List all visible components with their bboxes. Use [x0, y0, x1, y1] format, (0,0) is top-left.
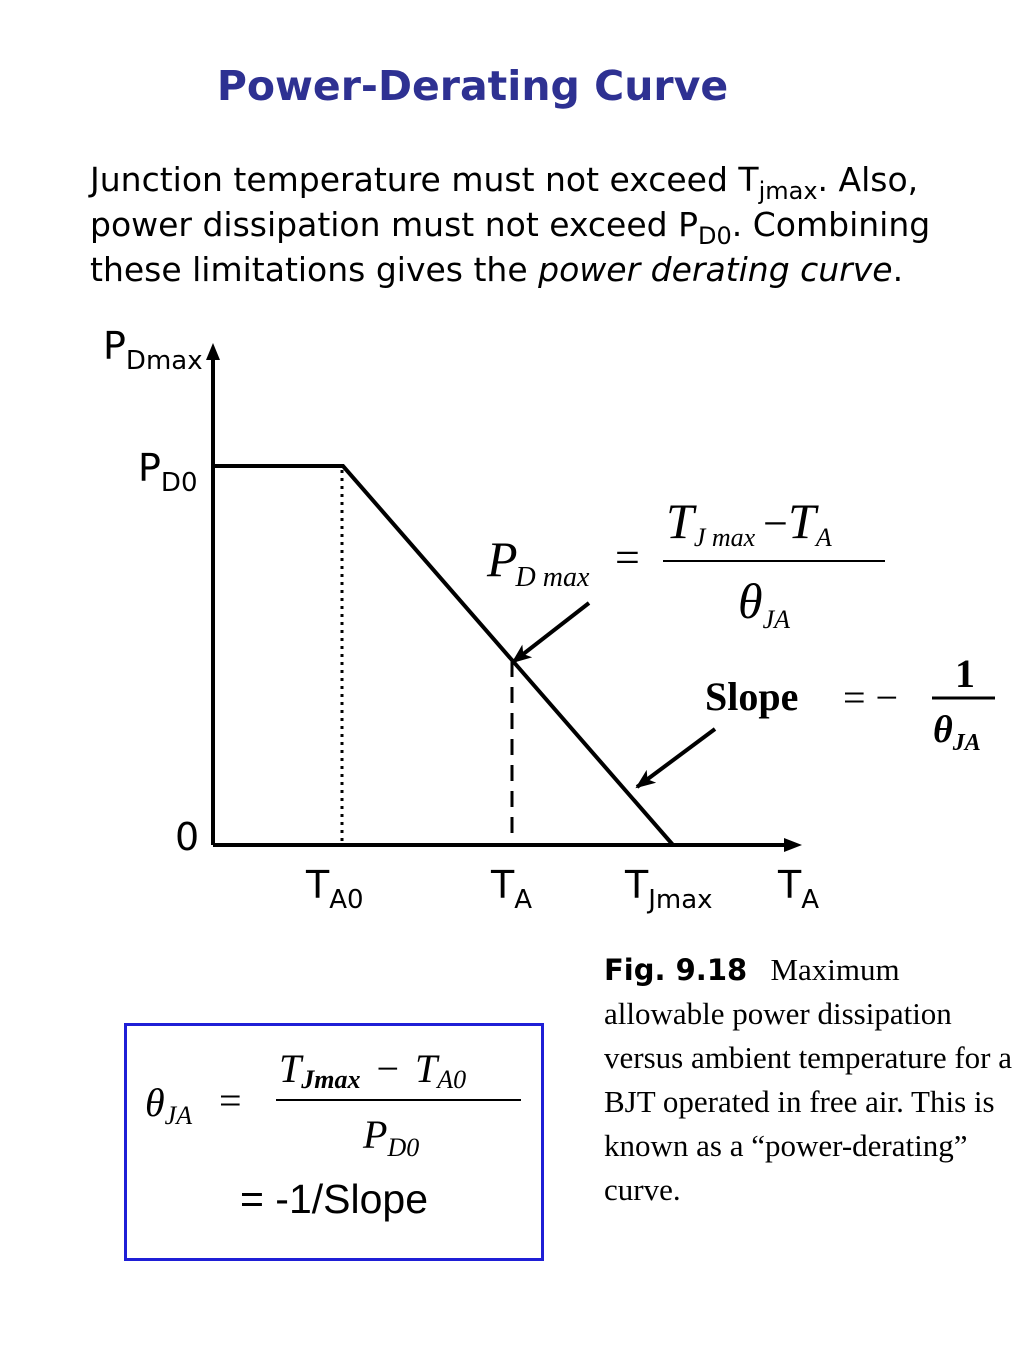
x-axis-label: TA [778, 863, 820, 915]
page-title: Power-Derating Curve [216, 62, 729, 110]
equation-numerator: TJ max−TA [666, 493, 832, 552]
slope-denominator: θJA [933, 709, 981, 756]
origin-zero-label: 0 [175, 815, 200, 859]
pd0-label: PD0 [138, 446, 198, 498]
slope-numerator: 1 [955, 651, 975, 696]
intro-text: these limitations gives the [90, 250, 539, 289]
theta-denominator: PD0 [362, 1112, 419, 1162]
derating-curve [213, 464, 675, 847]
equation-denominator: θJA [738, 573, 790, 634]
y-axis-arrowhead [206, 343, 220, 360]
x-axis-arrowhead [784, 838, 802, 852]
intro-paragraph: Junction temperature must not exceed Tjm… [90, 157, 990, 292]
intro-subscript: jmax [758, 177, 818, 205]
figure-caption: Fig. 9.18 Maximum allowable power dissip… [604, 948, 1016, 1212]
intro-line-2: power dissipation must not exceed PD0. C… [90, 202, 990, 250]
pdmax-pointer-arrow [511, 601, 591, 664]
slope-equals: = − [843, 675, 898, 720]
intro-text: power dissipation must not exceed P [90, 205, 699, 244]
slope-inverse-text: = -1/Slope [239, 1176, 429, 1222]
intro-line-3: these limitations gives the power derati… [90, 247, 990, 292]
y-axis-label: PDmax [103, 324, 203, 376]
intro-text: Junction temperature must not exceed T [90, 160, 759, 199]
intro-text: . Combining [731, 205, 931, 244]
caption-text: Maximum allowable power dissipation vers… [604, 952, 1012, 1207]
theta-equals: = [219, 1078, 242, 1123]
slope-pointer-arrow [635, 727, 717, 789]
intro-text: . Also, [817, 160, 919, 199]
intro-line-1: Junction temperature must not exceed Tjm… [90, 157, 990, 205]
theta-ja-formula-box: θJA = TJmax−TA0 PD0 = -1/Slope [124, 1023, 544, 1261]
theta-ja-equation: θJA = TJmax−TA0 PD0 [145, 1046, 521, 1162]
figure-number: Fig. 9.18 [604, 953, 748, 987]
x-tick-tjmax: TJmax [625, 863, 713, 915]
theta-lhs: θJA [145, 1080, 192, 1130]
intro-subscript: D0 [698, 222, 732, 250]
slope-label: Slope [705, 674, 798, 719]
x-tick-ta0: TA0 [306, 863, 364, 915]
theta-numerator: TJmax−TA0 [279, 1046, 466, 1094]
x-tick-ta: TA [491, 863, 533, 915]
intro-emphasis: power derating curve [538, 250, 893, 289]
equation-equals: = [615, 533, 640, 582]
equation-lhs: PD max [486, 531, 590, 593]
intro-text: . [892, 250, 904, 289]
